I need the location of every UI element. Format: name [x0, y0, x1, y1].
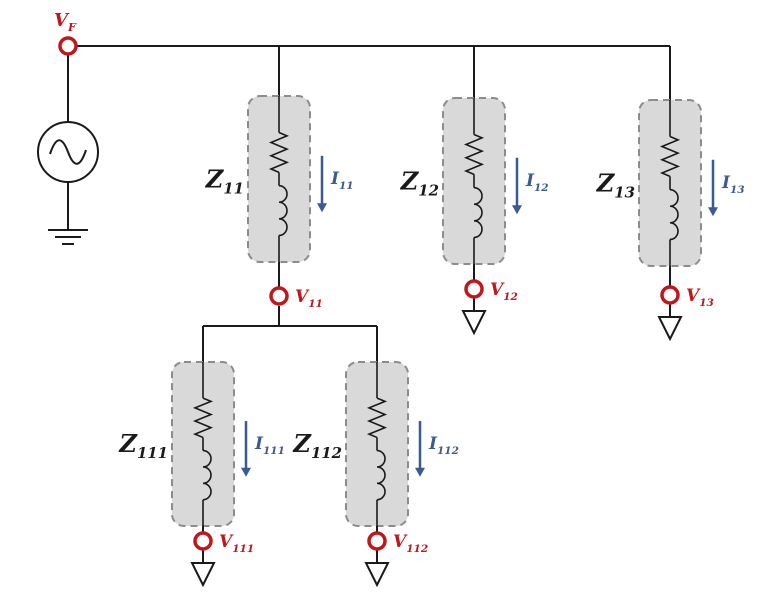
- impedance-label: Z112: [292, 429, 342, 462]
- impedance-symbol: Z: [596, 168, 616, 197]
- node-voltage-label: V111: [219, 532, 254, 555]
- impedance-subscript: 112: [311, 444, 342, 462]
- current-symbol: I: [428, 434, 438, 454]
- source-node-icon: [58, 36, 78, 56]
- resistor-icon: [366, 397, 388, 439]
- voltage-node-icon: [464, 279, 484, 299]
- current-subscript: 112: [437, 445, 459, 457]
- current-symbol: I: [525, 171, 535, 191]
- voltage-symbol: V: [393, 532, 408, 552]
- inductor-icon: [376, 449, 386, 501]
- voltage-node-icon: [269, 286, 289, 306]
- ground-triangle-icon: [364, 562, 390, 588]
- inductor-icon: [278, 184, 288, 237]
- node-voltage-label: V13: [686, 286, 714, 309]
- impedance-label: Z13: [596, 168, 635, 201]
- current-label: I12: [525, 171, 549, 194]
- current-label: I112: [428, 434, 459, 457]
- voltage-node-icon: [367, 531, 387, 551]
- source-voltage-label: VF: [54, 10, 77, 34]
- impedance-symbol: Z: [292, 429, 312, 458]
- voltage-subscript: 11: [308, 298, 323, 310]
- current-subscript: 13: [730, 184, 745, 196]
- impedance-symbol: Z: [118, 429, 138, 458]
- current-arrow-icon: [317, 203, 327, 213]
- current-subscript: 111: [263, 445, 285, 457]
- node-voltage-label: V11: [295, 287, 323, 310]
- ground-triangle-icon: [657, 316, 683, 342]
- voltage-node-icon: [193, 531, 213, 551]
- node-voltage-label: V112: [393, 532, 428, 555]
- current-symbol: I: [330, 169, 340, 189]
- ground-triangle-icon: [461, 310, 487, 336]
- impedance-subscript: 111: [137, 444, 168, 462]
- impedance-symbol: Z: [400, 166, 420, 195]
- resistor-icon: [463, 133, 485, 176]
- ground-triangle-icon: [190, 562, 216, 588]
- current-subscript: 12: [534, 182, 549, 194]
- current-arrow-icon: [415, 467, 425, 477]
- impedance-subscript: 13: [614, 183, 635, 201]
- node-voltage-label: V12: [490, 280, 518, 303]
- current-label: I13: [721, 173, 745, 196]
- current-subscript: 11: [339, 180, 354, 192]
- subfeeder-wiring: [202, 306, 378, 364]
- resistor-icon: [268, 131, 290, 174]
- impedance-label: Z111: [118, 429, 168, 462]
- inductor-icon: [669, 188, 679, 241]
- impedance-subscript: 11: [223, 179, 244, 197]
- current-symbol: I: [254, 434, 264, 454]
- current-label: I111: [254, 434, 285, 457]
- voltage-subscript: 12: [503, 291, 518, 303]
- impedance-label: Z12: [400, 166, 439, 199]
- ground-icon: [48, 229, 88, 245]
- voltage-subscript: 13: [699, 297, 714, 309]
- impedance-subscript: 12: [418, 181, 439, 199]
- resistor-icon: [659, 135, 681, 178]
- current-symbol: I: [721, 173, 731, 193]
- voltage-symbol: V: [490, 280, 505, 300]
- resistor-icon: [192, 397, 214, 439]
- voltage-node-icon: [660, 285, 680, 305]
- source-section: VF: [37, 10, 670, 245]
- impedance-symbol: Z: [205, 164, 225, 193]
- voltage-symbol: V: [219, 532, 234, 552]
- current-label: I11: [330, 169, 354, 192]
- impedance-label: Z11: [205, 164, 244, 197]
- current-arrow-icon: [241, 467, 251, 477]
- inductor-icon: [202, 449, 212, 501]
- current-arrow-icon: [512, 205, 522, 215]
- current-arrow-icon: [708, 207, 718, 217]
- voltage-subscript: 111: [232, 543, 254, 555]
- inductor-icon: [473, 186, 483, 239]
- ac-source-icon: [37, 121, 99, 183]
- voltage-symbol: V: [295, 287, 310, 307]
- voltage-subscript: 112: [406, 543, 428, 555]
- voltage-symbol: V: [686, 286, 701, 306]
